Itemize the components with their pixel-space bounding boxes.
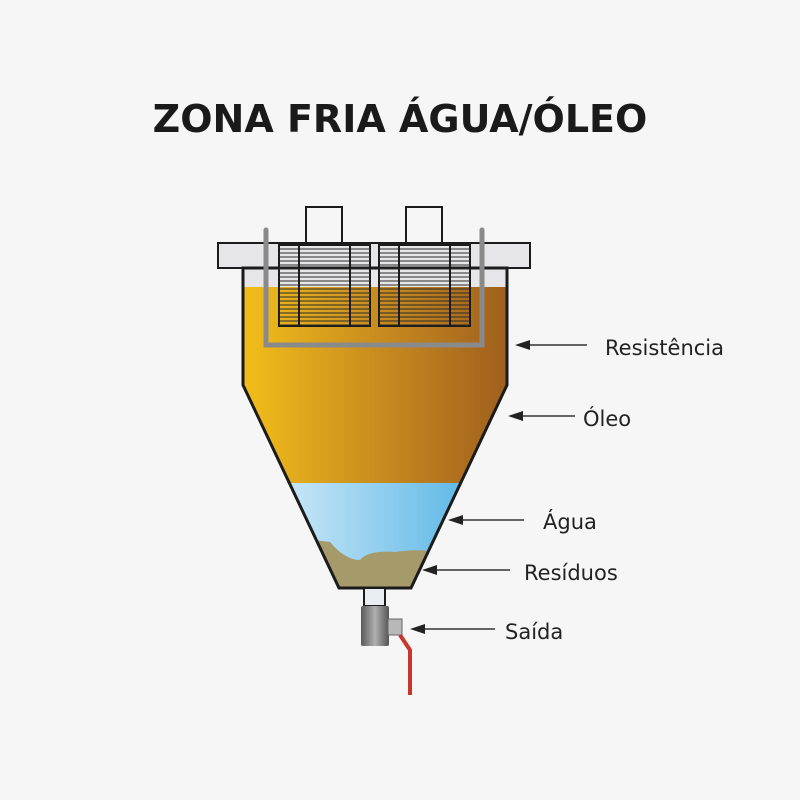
arrow-head xyxy=(515,340,530,350)
basket-right xyxy=(378,244,471,327)
label-residuos: Resíduos xyxy=(524,561,618,585)
page-title: ZONA FRIA ÁGUA/ÓLEO xyxy=(153,97,648,141)
arrow-head xyxy=(448,515,463,525)
oil-layer xyxy=(243,287,507,483)
valve-handle xyxy=(398,633,412,695)
arrow-head xyxy=(410,624,425,634)
label-agua: Água xyxy=(543,509,597,534)
basket-left xyxy=(278,244,371,327)
arrow-head xyxy=(508,411,523,421)
valve-stem xyxy=(387,618,403,636)
outlet-pipe xyxy=(363,587,386,607)
arrow-head xyxy=(422,565,437,575)
heating-element xyxy=(263,227,485,348)
label-saida: Saída xyxy=(505,620,563,644)
basket-handle-right xyxy=(405,206,443,244)
drain-valve xyxy=(361,606,389,646)
label-resistencia: Resistência xyxy=(605,336,724,360)
basket-handle-left xyxy=(305,206,343,244)
tank-outline xyxy=(241,266,509,590)
label-oleo: Óleo xyxy=(583,406,631,431)
